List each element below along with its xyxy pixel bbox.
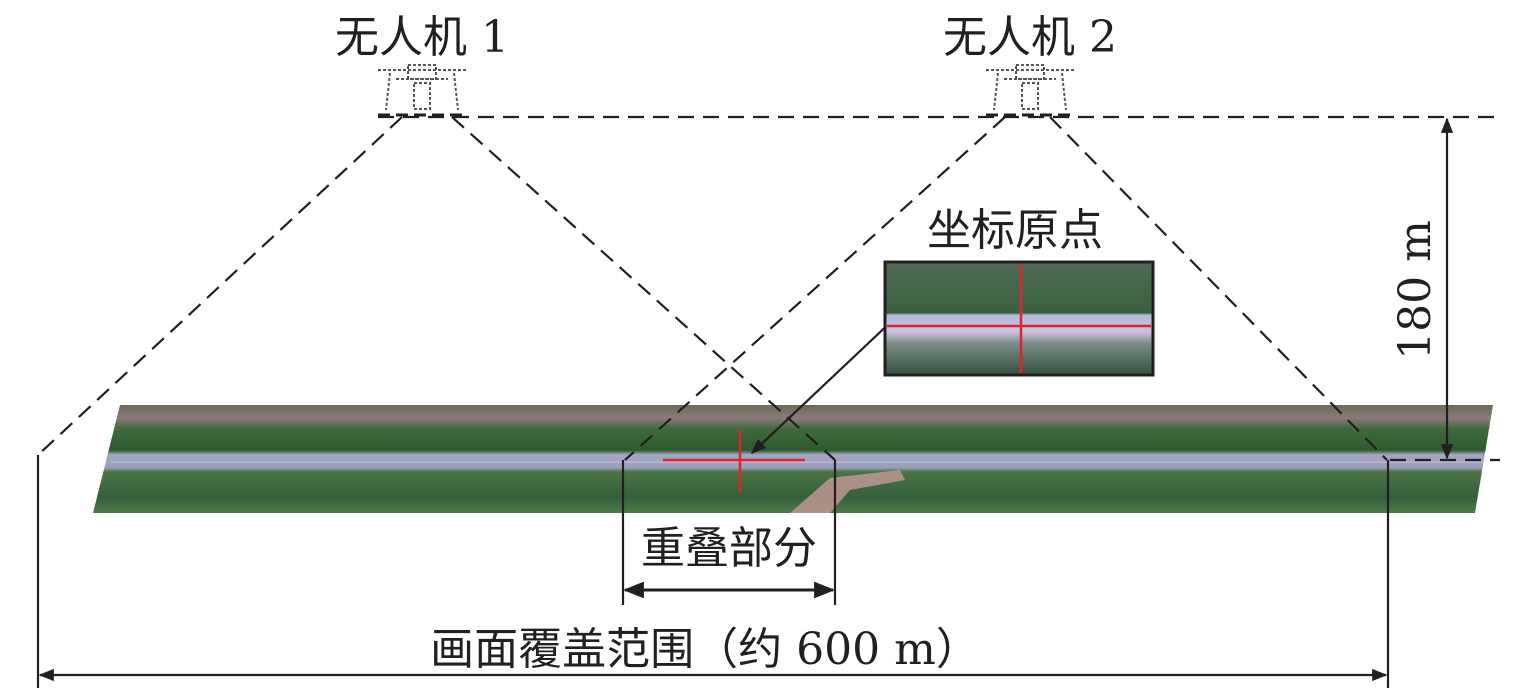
drone-icon <box>986 64 1074 117</box>
field-of-view-lines <box>37 115 1500 462</box>
drone-icon <box>378 64 466 117</box>
drone2-label: 无人机 2 <box>943 12 1117 63</box>
drone1-label: 无人机 1 <box>335 12 509 63</box>
origin-label: 坐标原点 <box>927 205 1103 256</box>
height-label: 180 m <box>1390 220 1441 360</box>
drone1-fov-left <box>37 116 403 456</box>
drone1-fov-right <box>451 116 836 461</box>
coverage-label: 画面覆盖范围（约 600 m） <box>430 624 980 675</box>
dirt-path <box>790 470 905 513</box>
crosshair-icon <box>663 430 805 493</box>
origin-pointer-arrow <box>750 317 896 455</box>
drone2-fov-right <box>1049 116 1388 461</box>
drone2-fov-left <box>624 116 1006 461</box>
overlap-label: 重叠部分 <box>641 523 817 574</box>
origin-inset-image <box>883 260 1155 377</box>
